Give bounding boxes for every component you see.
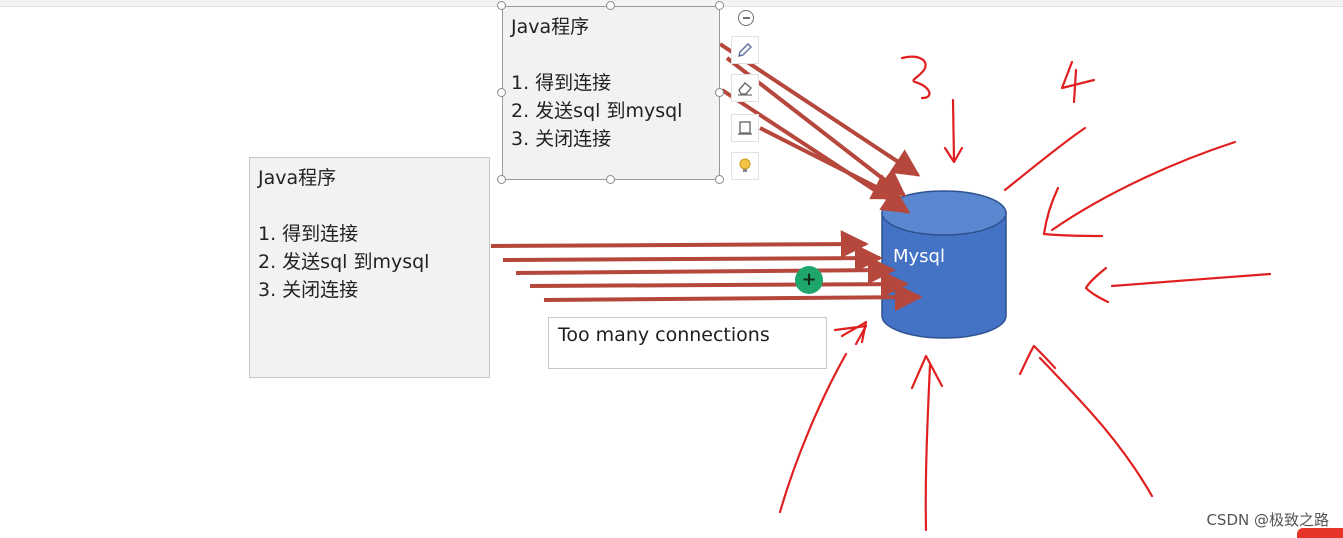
pen-icon bbox=[738, 43, 752, 57]
handwritten-number-4 bbox=[1060, 60, 1096, 104]
resize-handle[interactable] bbox=[497, 88, 506, 97]
eraser-icon bbox=[738, 82, 752, 96]
program-title: Java程序 bbox=[258, 167, 337, 189]
minus-icon[interactable] bbox=[738, 10, 754, 26]
error-message-text: Too many connections bbox=[558, 324, 770, 346]
red-arrow-head bbox=[1018, 344, 1057, 376]
red-arrow-head bbox=[1084, 266, 1110, 304]
error-message-box: Too many connections bbox=[548, 317, 827, 369]
connection-arrow bbox=[720, 88, 911, 214]
step-connect: 1. 得到连接 bbox=[258, 223, 359, 245]
handwritten-number-7 bbox=[833, 324, 868, 346]
move-cursor-icon: + bbox=[795, 266, 823, 294]
connection-arrow bbox=[759, 126, 901, 200]
ideas-tool-button[interactable] bbox=[731, 152, 759, 180]
corner-tab bbox=[1297, 528, 1343, 538]
cursor-symbol: + bbox=[801, 269, 817, 290]
java-program-box-1: Java程序 1. 得到连接 2. 发送sql 到mysql 3. 关闭连接 bbox=[249, 157, 490, 378]
resize-handle[interactable] bbox=[497, 1, 506, 10]
step-send-sql: 2. 发送sql 到mysql bbox=[258, 251, 430, 273]
program-title: Java程序 bbox=[511, 16, 590, 38]
resize-handle[interactable] bbox=[715, 1, 724, 10]
watermark-text: CSDN @极致之路 bbox=[1206, 511, 1329, 529]
resize-handle[interactable] bbox=[715, 88, 724, 97]
red-arrow-line bbox=[778, 352, 848, 514]
step-close: 3. 关闭连接 bbox=[511, 128, 612, 150]
red-arrow-line bbox=[1003, 126, 1087, 192]
database-label: Mysql bbox=[893, 246, 945, 267]
connection-arrow bbox=[502, 244, 883, 273]
step-send-sql: 2. 发送sql 到mysql bbox=[511, 100, 683, 122]
handwritten-number-3 bbox=[900, 55, 964, 164]
eraser-tool-button[interactable] bbox=[731, 74, 759, 102]
red-arrow-line bbox=[1050, 140, 1237, 232]
crop-icon bbox=[738, 121, 752, 135]
connection-arrow bbox=[515, 256, 896, 285]
step-close: 3. 关闭连接 bbox=[258, 279, 359, 301]
connection-arrow bbox=[490, 230, 869, 259]
red-arrow-line bbox=[1038, 356, 1154, 498]
resize-handle[interactable] bbox=[606, 175, 615, 184]
red-arrow-head bbox=[1042, 186, 1104, 238]
java-program-box-2[interactable]: Java程序 1. 得到连接 2. 发送sql 到mysql 3. 关闭连接 bbox=[502, 6, 720, 180]
connection-arrow bbox=[529, 270, 909, 299]
crop-tool-button[interactable] bbox=[731, 114, 759, 142]
red-arrow-head bbox=[910, 354, 944, 390]
resize-handle[interactable] bbox=[497, 175, 506, 184]
step-connect: 1. 得到连接 bbox=[511, 72, 612, 94]
connection-arrow bbox=[543, 283, 923, 312]
resize-handle[interactable] bbox=[715, 175, 724, 184]
box1-connection-arrows bbox=[490, 230, 923, 312]
red-arrow-head bbox=[840, 320, 868, 344]
pen-tool-button[interactable] bbox=[731, 36, 759, 64]
red-arrow-line bbox=[924, 363, 932, 532]
resize-handle[interactable] bbox=[606, 1, 615, 10]
red-arrow-line bbox=[1110, 272, 1272, 288]
lightbulb-icon bbox=[739, 158, 751, 172]
